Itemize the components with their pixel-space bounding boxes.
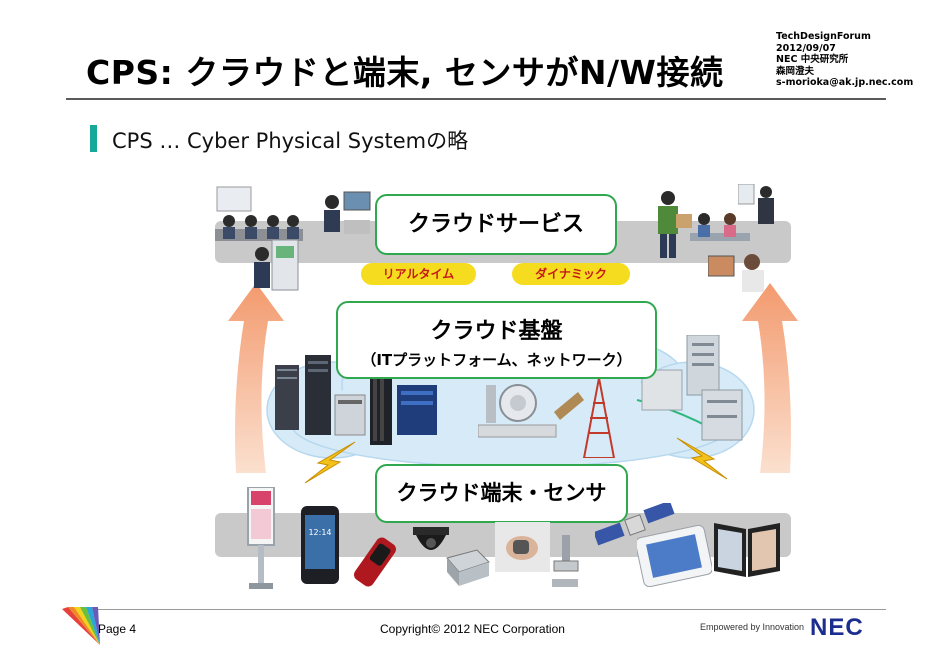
realtime-tag: リアルタイム [361,263,476,285]
classroom-people-icon [215,186,303,241]
platform-subtitle: （ITプラットフォーム、ネットワーク） [361,351,632,369]
network-equipment-icon [478,384,557,438]
meta-org: NEC 中央研究所 [776,54,849,65]
satellite-icon [595,503,675,546]
solar-panel-icon [554,392,584,420]
office-buildings-icon [641,335,743,441]
meta-date: 2012/09/07 [776,42,836,54]
title-divider [66,98,886,100]
subheading: CPS … Cyber Physical Systemの略 [112,129,469,153]
footer-divider [66,609,886,610]
dome-camera-icon [413,527,449,550]
businessmen-icon [738,184,774,224]
meta-email: s-morioka@ak.jp.nec.com [776,77,914,88]
radio-tower-icon [582,378,616,458]
mounted-camera-icon [552,535,579,587]
copyright: Copyright© 2012 NEC Corporation [380,622,565,636]
delivery-worker-icon [658,191,692,258]
sensor-box-icon [446,549,490,586]
dynamic-tag: ダイナミック [512,263,630,285]
slide-meta: TechDesignForum 2012/09/07 NEC 中央研究所 森岡澄… [776,31,913,89]
tablet-icon [637,525,712,587]
video-call-user-icon [708,254,764,292]
footer-rainbow-icon [62,607,100,645]
platform-title: クラウド基盤 [430,319,563,344]
right-up-arrow-icon [742,283,798,473]
vein-scanner-icon [495,522,550,572]
subheading-accent-bar [90,125,97,152]
slide-title: CPS: クラウドと端末, センサがN/W接続 [86,53,724,92]
meta-author: 森岡澄夫 [776,65,815,77]
nec-logo: NEC [810,614,864,641]
page-number: Page 4 [98,622,137,636]
cloud-service-box: クラウドサービス [375,194,617,255]
meta-event: TechDesignForum [776,31,871,42]
left-lightning-icon [304,441,356,484]
terminals-sensors-box: クラウド端末・センサ [375,464,628,523]
left-up-arrow-icon [228,283,284,473]
atm-user-icon [254,240,299,291]
phone-time: 12:14 [308,528,331,537]
digital-signage-icon [247,487,275,589]
server-racks-icon [275,355,437,445]
presenter-icon [324,191,371,234]
office-desk-people-icon [690,213,750,241]
cloud-platform-box: クラウド基盤 （ITプラットフォーム、ネットワーク） [336,301,657,379]
tagline: Empowered by Innovation [700,622,805,632]
smartphone-icon: 12:14 [301,506,339,584]
mobile-phone-icon [354,537,396,587]
right-lightning-icon [676,437,728,480]
ebook-reader-icon [714,523,780,577]
